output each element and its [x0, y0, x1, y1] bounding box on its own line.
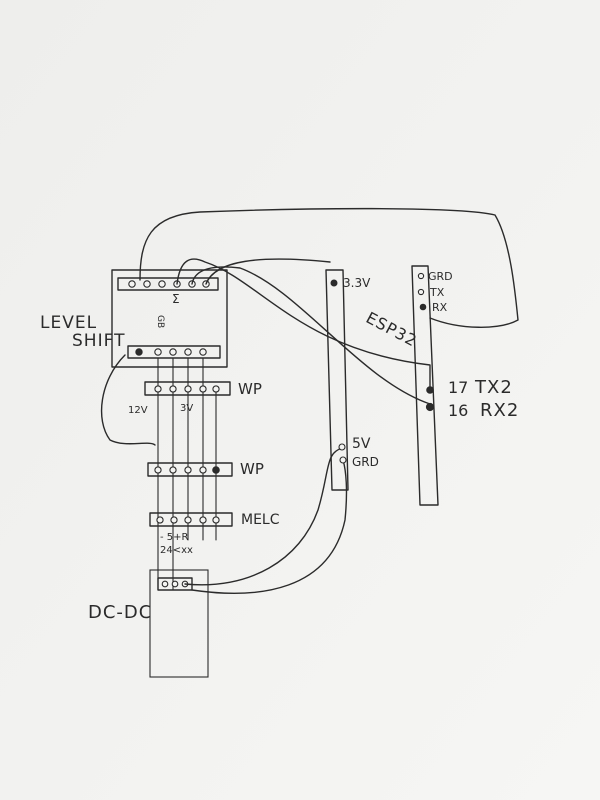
level-shift-label-1: LEVEL [40, 313, 97, 333]
terminal-wp-1-label: WP [238, 380, 262, 398]
wire-ls-to-rx2 [191, 266, 431, 405]
wire-ls-to-tx2 [176, 258, 431, 389]
esp32-pin-tx: TX [429, 286, 445, 299]
terminal-wp-1 [144, 381, 231, 396]
label-12v: 12V [128, 405, 148, 416]
esp32-pin-16 [425, 402, 435, 412]
esp32-board [411, 265, 439, 506]
dc-converter-label: DC-DC [88, 602, 152, 623]
esp32-pin-16-number: 16 [448, 401, 468, 420]
wire-top-loop [139, 207, 519, 328]
wire-dc-to-5v [184, 447, 344, 586]
melc-pin-marks: - 5+R [160, 532, 189, 543]
melc-pin-marks-2: 24<xx [160, 545, 193, 556]
terminal-wp-2 [147, 462, 233, 477]
pin-3v3 [330, 279, 338, 287]
esp32-top-pins [417, 272, 427, 311]
esp32-pin-rx2: RX2 [480, 400, 519, 421]
power-rail-board [325, 269, 349, 491]
terminal-melc-pins [156, 516, 220, 524]
esp32-pin-17 [426, 386, 434, 394]
label-3v: 3V [180, 403, 193, 414]
label-5v: 5V [352, 436, 371, 452]
level-shift-side-mark: GB [155, 315, 165, 328]
dc-converter-board [149, 569, 209, 678]
label-grd: GRD [352, 455, 379, 469]
level-shift-board [111, 269, 228, 368]
terminal-wp-1-pins [154, 385, 220, 393]
label-3v3: 3.3V [343, 276, 371, 290]
terminal-wp-2-label: WP [240, 460, 264, 478]
level-shift-label-2: SHIFT [72, 331, 125, 351]
wire-left-loop [100, 354, 156, 446]
level-shift-bottom-pins [135, 348, 207, 356]
esp32-pin-tx2: TX2 [474, 377, 513, 398]
wire-dc-to-grd [191, 459, 348, 594]
terminal-melc [149, 512, 233, 527]
esp32-pin-17-number: 17 [448, 378, 468, 397]
terminal-melc-label: MELC [241, 512, 280, 528]
sigma-mark: Σ [172, 292, 180, 306]
dc-converter-pins [161, 580, 189, 588]
terminal-wp-2-pins [154, 466, 220, 474]
esp32-pin-grd: GRD [428, 270, 453, 283]
pin-5v [338, 443, 346, 451]
pin-grd [339, 456, 347, 464]
level-shift-bottom-header [127, 345, 221, 359]
level-shift-top-header [117, 277, 219, 291]
esp32-pin-rx: RX [432, 301, 448, 314]
wire-ls-to-3v3 [205, 258, 331, 285]
